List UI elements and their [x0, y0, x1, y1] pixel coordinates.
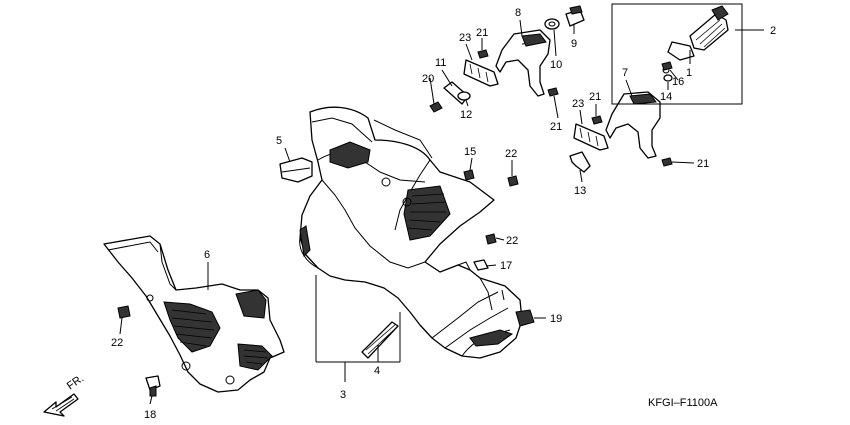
callout-16: 16 [672, 76, 684, 88]
washer-part-14 [663, 74, 673, 82]
screw-part-21a [477, 49, 489, 59]
callout-11: 11 [435, 57, 446, 69]
screw-part-22b [485, 233, 497, 245]
callout-7: 7 [622, 67, 628, 79]
callout-15: 15 [464, 146, 476, 158]
strip-part-4 [361, 321, 399, 359]
bracket-part-23a [463, 59, 499, 87]
clip-part-13 [569, 151, 591, 173]
callout-23-top: 23 [459, 32, 471, 44]
screw-part-21d [661, 157, 673, 167]
callout-8: 8 [515, 7, 521, 19]
screw-part-22a [507, 175, 519, 187]
washer-part-10 [544, 18, 560, 30]
callout-9: 9 [571, 38, 577, 50]
direction-label: FR. [65, 372, 86, 392]
callout-22-left: 22 [111, 337, 123, 349]
screw-part-22c [117, 305, 131, 319]
clip-part-18 [145, 375, 161, 397]
callout-6: 6 [204, 249, 210, 261]
callout-4: 4 [374, 365, 380, 377]
callout-2: 2 [770, 25, 776, 37]
under-cover-part [103, 235, 285, 393]
washer-part-12 [457, 91, 471, 101]
diagram-code: KFGI–F1100A [648, 397, 718, 409]
callout-17: 17 [500, 260, 512, 272]
callout-20: 20 [422, 73, 434, 85]
callout-22-top: 22 [505, 148, 517, 160]
callout-18: 18 [144, 409, 156, 421]
callout-21-top: 21 [476, 27, 488, 39]
callout-14: 14 [660, 91, 672, 103]
front-direction-arrow: FR. [43, 372, 86, 417]
key-part-16 [661, 61, 673, 71]
callout-22-mid: 22 [506, 235, 518, 247]
screw-part-15 [463, 169, 475, 181]
callout-12: 12 [460, 109, 472, 121]
callout-10: 10 [550, 59, 562, 71]
callout-21-far: 21 [697, 158, 709, 170]
inner-cover-part [299, 106, 523, 359]
screw-part-21c [591, 115, 603, 125]
callout-13: 13 [574, 185, 586, 197]
lid-part-5 [279, 157, 313, 183]
callout-21-mid: 21 [550, 121, 562, 133]
bolt-part-19 [515, 309, 535, 327]
bracket-part-7 [605, 91, 661, 159]
callout-3: 3 [340, 389, 346, 401]
bracket-part-23b [573, 123, 609, 151]
callout-labels: 2 1 3 4 5 6 7 8 9 10 11 12 13 14 15 16 1… [111, 7, 776, 421]
leader-lines [119, 19, 764, 405]
callout-21-right: 21 [589, 91, 601, 103]
lock-assembly-part-2 [611, 3, 743, 105]
bracket-part-8 [495, 29, 551, 97]
clip-part-17 [473, 259, 489, 271]
callout-1: 1 [686, 67, 692, 79]
callout-23-mid: 23 [572, 98, 584, 110]
fastener-part-9 [565, 5, 585, 27]
callout-19: 19 [550, 313, 562, 325]
screw-part-20 [429, 101, 443, 113]
screw-part-21b [547, 87, 559, 97]
callout-5: 5 [276, 135, 282, 147]
